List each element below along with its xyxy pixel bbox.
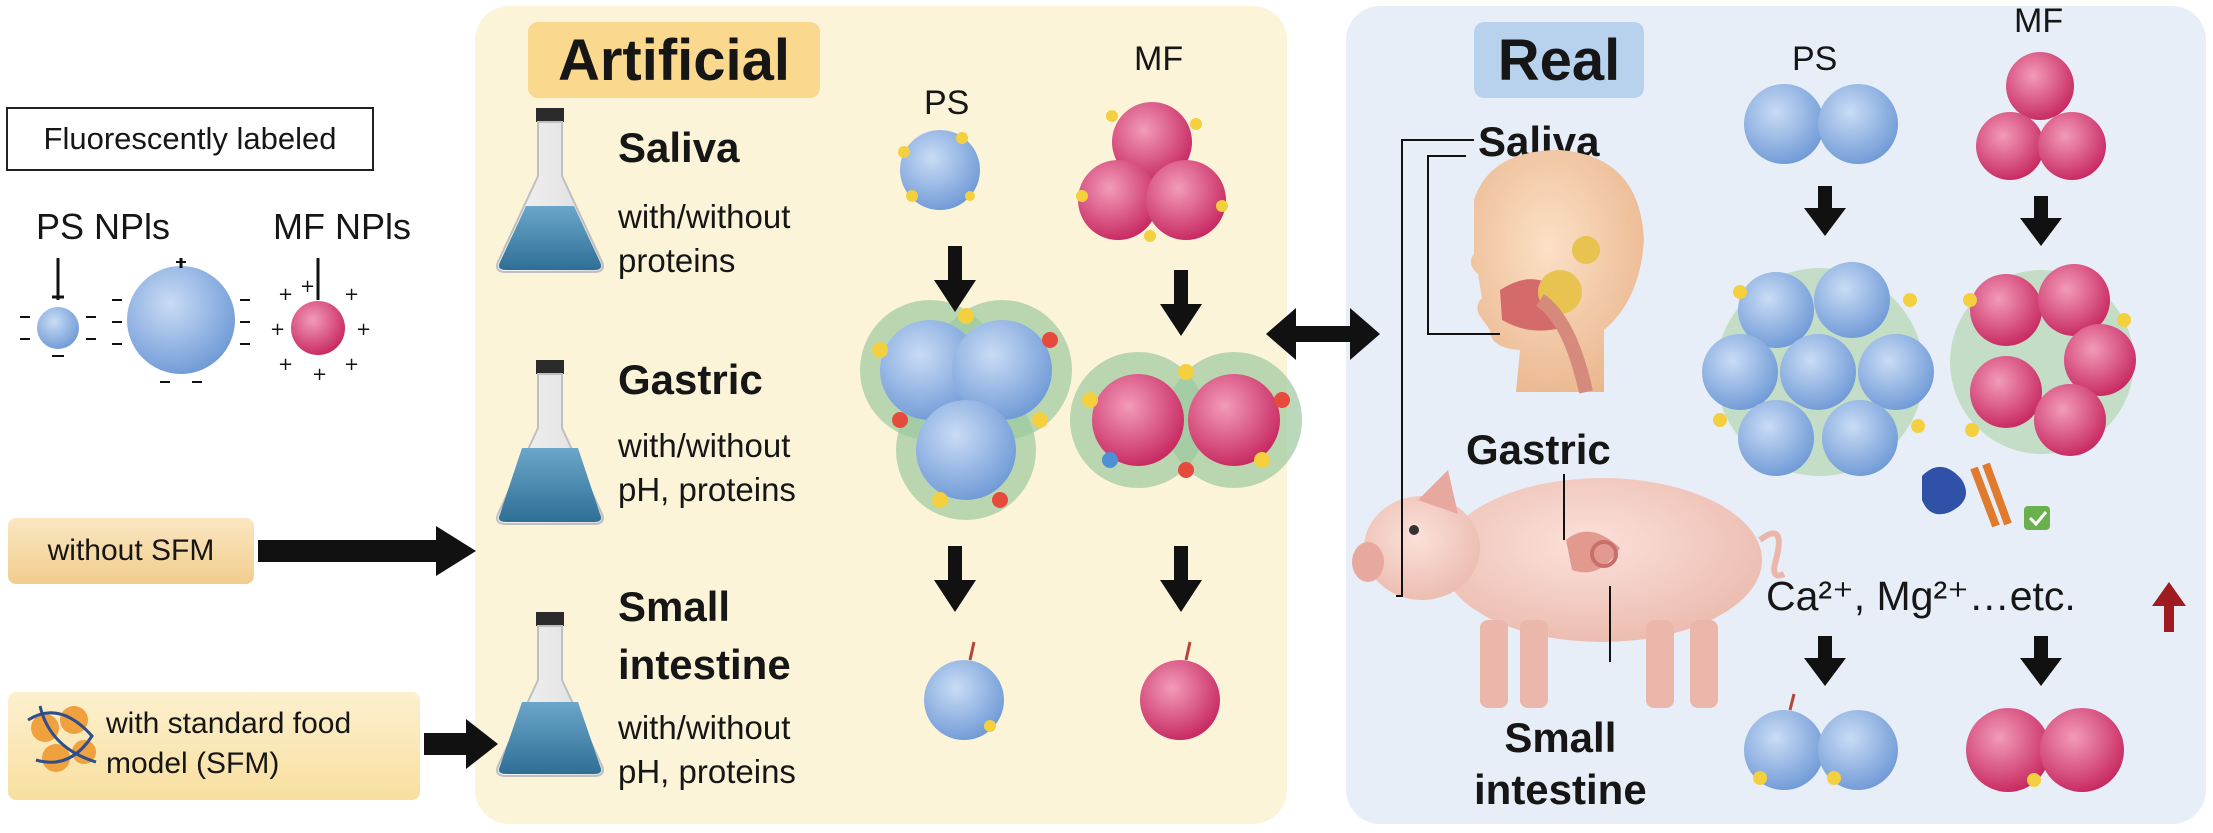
svg-text:+: +	[344, 284, 359, 305]
mf-npls-label: MF NPls	[273, 206, 411, 247]
saliva-desc-line2: proteins	[618, 242, 736, 279]
real-ps-arrow-1	[1804, 186, 1846, 236]
artificial-gastric-label: Gastric	[618, 356, 763, 403]
small-desc-line1: with/without	[618, 709, 791, 746]
real-mf-saliva-aggregate	[1976, 52, 2106, 180]
gastric-desc-line2: pH, proteins	[618, 471, 796, 508]
ps-large-particle	[112, 258, 250, 383]
real-small-line2: intestine	[1474, 766, 1647, 813]
small-desc-line2: pH, proteins	[618, 753, 796, 790]
real-gastric-label: Gastric	[1466, 426, 1611, 473]
real-title: Real	[1474, 22, 1644, 98]
arrow-without-sfm	[258, 526, 476, 576]
ps-npls-label: PS NPls	[36, 206, 171, 247]
artificial-mf-intestine-particle	[1140, 641, 1220, 740]
organ-connector-lines	[1396, 139, 1611, 662]
artificial-ps-arrow-1	[934, 246, 976, 312]
artificial-mf-arrow-2	[1160, 546, 1202, 612]
artificial-mf-header: MF	[1134, 40, 1184, 78]
artificial-saliva-desc: with/without proteins	[618, 195, 790, 283]
artificial-ps-intestine-particle	[924, 641, 1004, 740]
small-line1: Small	[618, 583, 731, 630]
svg-text:+: +	[356, 319, 371, 340]
artificial-ps-arrow-2	[934, 546, 976, 612]
gastric-desc-line1: with/without	[618, 427, 791, 464]
real-small-line1: Small	[1504, 714, 1617, 761]
sfm-icon	[27, 705, 97, 772]
flask-gastric-icon	[496, 360, 604, 525]
without-sfm-label: without SFM	[8, 518, 254, 584]
human-head-icon	[1470, 150, 1644, 394]
with-sfm-line1: with standard food	[106, 707, 352, 740]
svg-text:+: +	[300, 276, 315, 297]
real-ps-header: PS	[1792, 40, 1838, 78]
real-ps-intestine-aggregate	[1744, 693, 1898, 790]
real-ps-arrow-2	[1804, 636, 1846, 686]
svg-text:+: +	[278, 284, 293, 305]
real-mf-header: MF	[2014, 2, 2064, 40]
increase-arrow-icon	[2152, 582, 2186, 632]
pig-icon	[1352, 470, 1786, 708]
real-ps-gastric-aggregate	[1702, 262, 1934, 476]
flask-intestine-icon	[496, 612, 604, 777]
protein-icon	[1922, 462, 2050, 530]
small-line2: intestine	[618, 641, 791, 688]
double-arrow	[1266, 308, 1380, 360]
svg-text:+: +	[270, 319, 285, 340]
svg-text:+: +	[312, 364, 327, 385]
artificial-title: Artificial	[528, 22, 820, 98]
with-sfm-label: with standard food model (SFM)	[106, 704, 351, 784]
saliva-desc-line1: with/without	[618, 198, 791, 235]
flask-saliva-icon	[496, 108, 604, 273]
real-arrows	[1804, 186, 2062, 686]
ions-label: Ca²⁺, Mg²⁺…etc.	[1766, 573, 2076, 619]
real-mf-arrow-2	[2020, 636, 2062, 686]
artificial-ps-gastric-aggregate	[860, 300, 1072, 520]
svg-text:+: +	[278, 354, 293, 375]
artificial-gastric-desc: with/without pH, proteins	[618, 424, 796, 512]
artificial-ps-header: PS	[924, 84, 970, 122]
artificial-ps-saliva-particle	[898, 130, 980, 210]
fluorescent-label-box: Fluorescently labeled	[6, 107, 374, 171]
artificial-mf-gastric-aggregate	[1070, 352, 1302, 488]
artificial-arrows	[934, 246, 1202, 612]
real-mf-arrow-1	[2020, 196, 2062, 246]
real-mf-gastric-aggregate	[1950, 264, 2136, 456]
real-mf-intestine-aggregate	[1966, 708, 2124, 792]
svg-text:+: +	[344, 354, 359, 375]
with-sfm-line2: model (SFM)	[106, 747, 280, 780]
artificial-small-intestine-desc: with/without pH, proteins	[618, 706, 796, 794]
real-ps-saliva-aggregate	[1744, 84, 1898, 164]
artificial-mf-saliva-aggregate	[1076, 102, 1228, 242]
artificial-small-intestine-label: Small intestine	[618, 578, 791, 694]
real-small-intestine-label: Small intestine	[1474, 712, 1647, 816]
ps-small-particle	[20, 258, 96, 357]
artificial-saliva-label: Saliva	[618, 124, 740, 171]
artificial-mf-arrow-1	[1160, 270, 1202, 336]
arrow-with-sfm	[424, 719, 498, 769]
mf-particle-legend: + + + + + + + +	[270, 258, 371, 385]
